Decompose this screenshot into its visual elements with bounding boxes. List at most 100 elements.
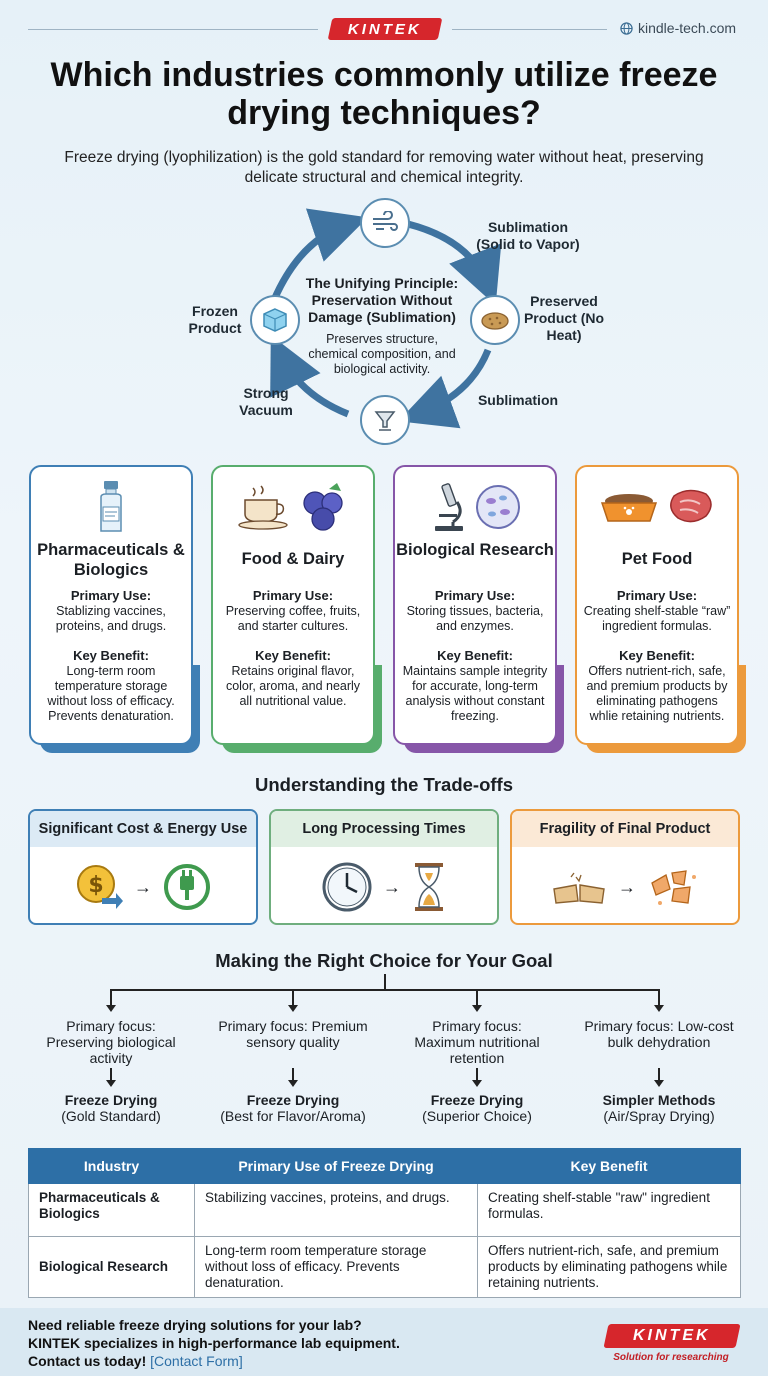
header-rule-left: [28, 29, 318, 30]
tradeoff-title: Long Processing Times: [271, 811, 497, 847]
vacuum-pump-icon: [374, 411, 396, 431]
primary-use-label: Primary Use:: [434, 588, 516, 603]
brand-logo[interactable]: KINTEK: [327, 18, 443, 40]
key-benefit-label: Key Benefit:: [437, 648, 513, 663]
primary-use-text: Stablizing vaccines, proteins, and drugs…: [55, 604, 167, 633]
cycle-center-title: The Unifying Principle: Preservation Wit…: [305, 275, 459, 325]
label-sublimation-bottom: Sublimation: [477, 392, 559, 408]
pet-bowl-icon: [600, 494, 658, 522]
focus-text: Primary focus: Maximum nutritional reten…: [414, 1018, 540, 1066]
arrow-down-icon: [288, 1080, 298, 1087]
tree-stem: [384, 974, 386, 990]
cycle-center-desc: Preserves structure, chemical compositio…: [308, 332, 456, 376]
footer-line-3: Contact us today! [Contact Form]: [28, 1352, 400, 1370]
label-vacuum: Strong Vacuum: [239, 385, 293, 418]
label-sublimation-top: Sublimation (Solid to Vapor): [476, 219, 580, 252]
industry-title: Pet Food: [621, 550, 693, 568]
primary-use-label: Primary Use:: [616, 588, 698, 603]
tree-drop-3: [476, 989, 478, 1007]
table-cell: Offers nutrient-rich, safe, and premium …: [477, 1236, 741, 1298]
table-row: Biological Research Long-term room tempe…: [28, 1236, 741, 1298]
tree-drop-2: [292, 989, 294, 1007]
label-preserved: Preserved Product (No Heat): [523, 293, 605, 343]
brand-name: KINTEK: [348, 20, 422, 38]
footer-cta: Contact us today!: [28, 1353, 147, 1369]
industry-title: Pharmaceuticals & Biologics: [37, 541, 185, 579]
result-3: Freeze Drying(Superior Choice): [397, 1092, 557, 1124]
primary-use-text: Creating shelf-stable “raw” ingredient f…: [583, 604, 731, 633]
arrow-down-icon: [106, 1005, 116, 1012]
column-header: Key Benefit: [477, 1148, 741, 1184]
globe-icon: [620, 21, 633, 35]
vial-icon: [100, 481, 122, 532]
blueberries-icon: [303, 483, 343, 531]
table-cell: Pharmaceuticals & Biologics: [28, 1183, 195, 1237]
arrow-down-icon: [654, 1080, 664, 1087]
primary-use-label: Primary Use:: [70, 588, 152, 603]
table-cell: Stabilizing vaccines, proteins, and drug…: [194, 1183, 478, 1237]
tradeoff-time: Long Processing Times →: [269, 809, 499, 925]
industry-card-food: Food & Dairy Primary Use: Preserving cof…: [211, 465, 375, 745]
focus-text: Primary focus: Premium sensory quality: [218, 1018, 368, 1050]
result-note: (Air/Spray Drying): [603, 1108, 715, 1124]
key-benefit-label: Key Benefit:: [619, 648, 695, 663]
tradeoff-title: Fragility of Final Product: [512, 811, 738, 847]
key-benefit-label: Key Benefit:: [255, 648, 331, 663]
coin-icon: $: [77, 865, 123, 909]
microscope-icon: [435, 483, 463, 531]
table-cell: Creating shelf-stable "raw" ingredient f…: [477, 1183, 741, 1237]
result-connector: [658, 1068, 660, 1080]
preserved-node: [470, 295, 520, 345]
tree-bar: [110, 989, 660, 991]
dried-product-icon: [481, 312, 509, 330]
petri-dish-icon: [476, 485, 520, 529]
frozen-node: [250, 295, 300, 345]
column-header: Primary Use of Freeze Drying: [194, 1148, 478, 1184]
energy-plug-icon: [164, 864, 210, 910]
table-cell: Long-term room temperature storage witho…: [194, 1236, 478, 1298]
footer-text: Need reliable freeze drying solutions fo…: [28, 1316, 400, 1370]
industry-card-pet: Pet Food Primary Use: Creating shelf-sta…: [575, 465, 739, 745]
tradeoff-title: Significant Cost & Energy Use: [30, 811, 256, 847]
key-benefit-text: Offers nutrient-rich, safe, and premium …: [586, 664, 728, 723]
result-2: Freeze Drying(Best for Flavor/Aroma): [213, 1092, 373, 1124]
arrow-down-icon: [472, 1005, 482, 1012]
industry-title: Biological Research: [396, 541, 554, 559]
result-note: (Gold Standard): [61, 1108, 161, 1124]
crumbles-icon: [651, 870, 696, 905]
industry-title: Food & Dairy: [241, 550, 345, 568]
site-link[interactable]: kindle-tech.com: [620, 20, 736, 36]
result-method: Simpler Methods: [602, 1092, 716, 1108]
arrow-down-icon: [288, 1005, 298, 1012]
industry-card-pharma: Pharmaceuticals & Biologics Primary Use:…: [29, 465, 193, 745]
result-4: Simpler Methods(Air/Spray Drying): [579, 1092, 739, 1124]
footer-brand-name: KINTEK: [633, 1327, 711, 1344]
result-connector: [110, 1068, 112, 1080]
result-connector: [476, 1068, 478, 1080]
focus-text: Primary focus: Low-cost bulk dehydration: [584, 1018, 734, 1050]
contact-form-link[interactable]: [Contact Form]: [150, 1353, 243, 1369]
footer-brand-logo[interactable]: KINTEK: [603, 1324, 741, 1348]
key-benefit-label: Key Benefit:: [73, 648, 149, 663]
clock-icon: [322, 862, 372, 912]
footer-line-1: Need reliable freeze drying solutions fo…: [28, 1317, 362, 1333]
page-title: Which industries commonly utilize freeze…: [50, 56, 718, 132]
tradeoffs-heading: Understanding the Trade-offs: [255, 774, 513, 795]
key-benefit-text: Maintains sample integrity for accurate,…: [402, 664, 548, 723]
coffee-cup-icon: [238, 485, 288, 530]
table-row: Pharmaceuticals & Biologics Stabilizing …: [28, 1183, 741, 1237]
arrow-down-icon: [106, 1080, 116, 1087]
svg-text:$: $: [88, 873, 103, 898]
result-connector: [292, 1068, 294, 1080]
hourglass-icon: [415, 863, 443, 911]
ice-cube-icon: [263, 308, 287, 332]
cracked-block-icon: [553, 872, 605, 904]
vacuum-node: [360, 395, 410, 445]
table-header-row: Industry Primary Use of Freeze Drying Ke…: [28, 1148, 741, 1184]
header-rule-right: [452, 29, 607, 30]
result-note: (Superior Choice): [422, 1108, 532, 1124]
industry-card-research: Biological Research Primary Use: Storing…: [393, 465, 557, 745]
arrow-down-icon: [472, 1080, 482, 1087]
result-method: Freeze Drying: [430, 1092, 524, 1108]
key-benefit-text: Retains original flavor, color, aroma, a…: [225, 664, 361, 708]
